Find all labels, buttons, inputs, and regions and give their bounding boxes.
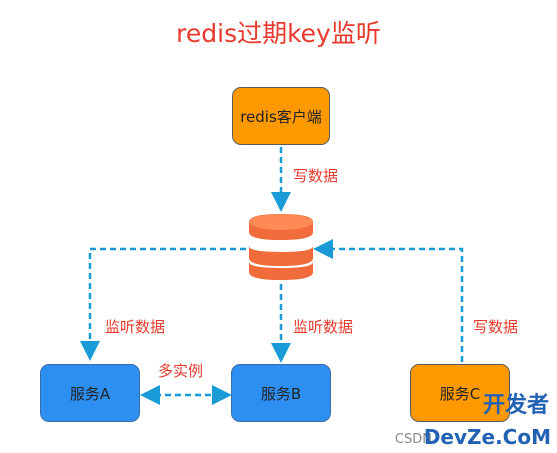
edge-service-c-to-db	[313, 239, 464, 362]
service-b-node: 服务B	[231, 364, 331, 422]
service-a-node: 服务A	[40, 364, 140, 422]
edge-label-client-write: 写数据	[293, 167, 339, 185]
service-c-node: 服务C	[410, 364, 510, 422]
diagram-title: redis过期key监听	[176, 19, 381, 48]
redis-client-node: redis客户端	[232, 87, 330, 145]
edge-db-to-service-a	[80, 247, 246, 361]
edge-label-multi-instance: 多实例	[158, 362, 204, 380]
watermark-brand-sub: DevZe.CoM	[423, 425, 551, 449]
watermark-csdn: CSDN	[394, 432, 432, 447]
edge-label-c-write: 写数据	[473, 318, 519, 336]
edge-label-listen-b: 监听数据	[293, 318, 354, 336]
watermark-brand: 开发者	[482, 393, 549, 418]
edge-label-listen-a: 监听数据	[105, 318, 166, 336]
database-icon	[249, 214, 313, 280]
